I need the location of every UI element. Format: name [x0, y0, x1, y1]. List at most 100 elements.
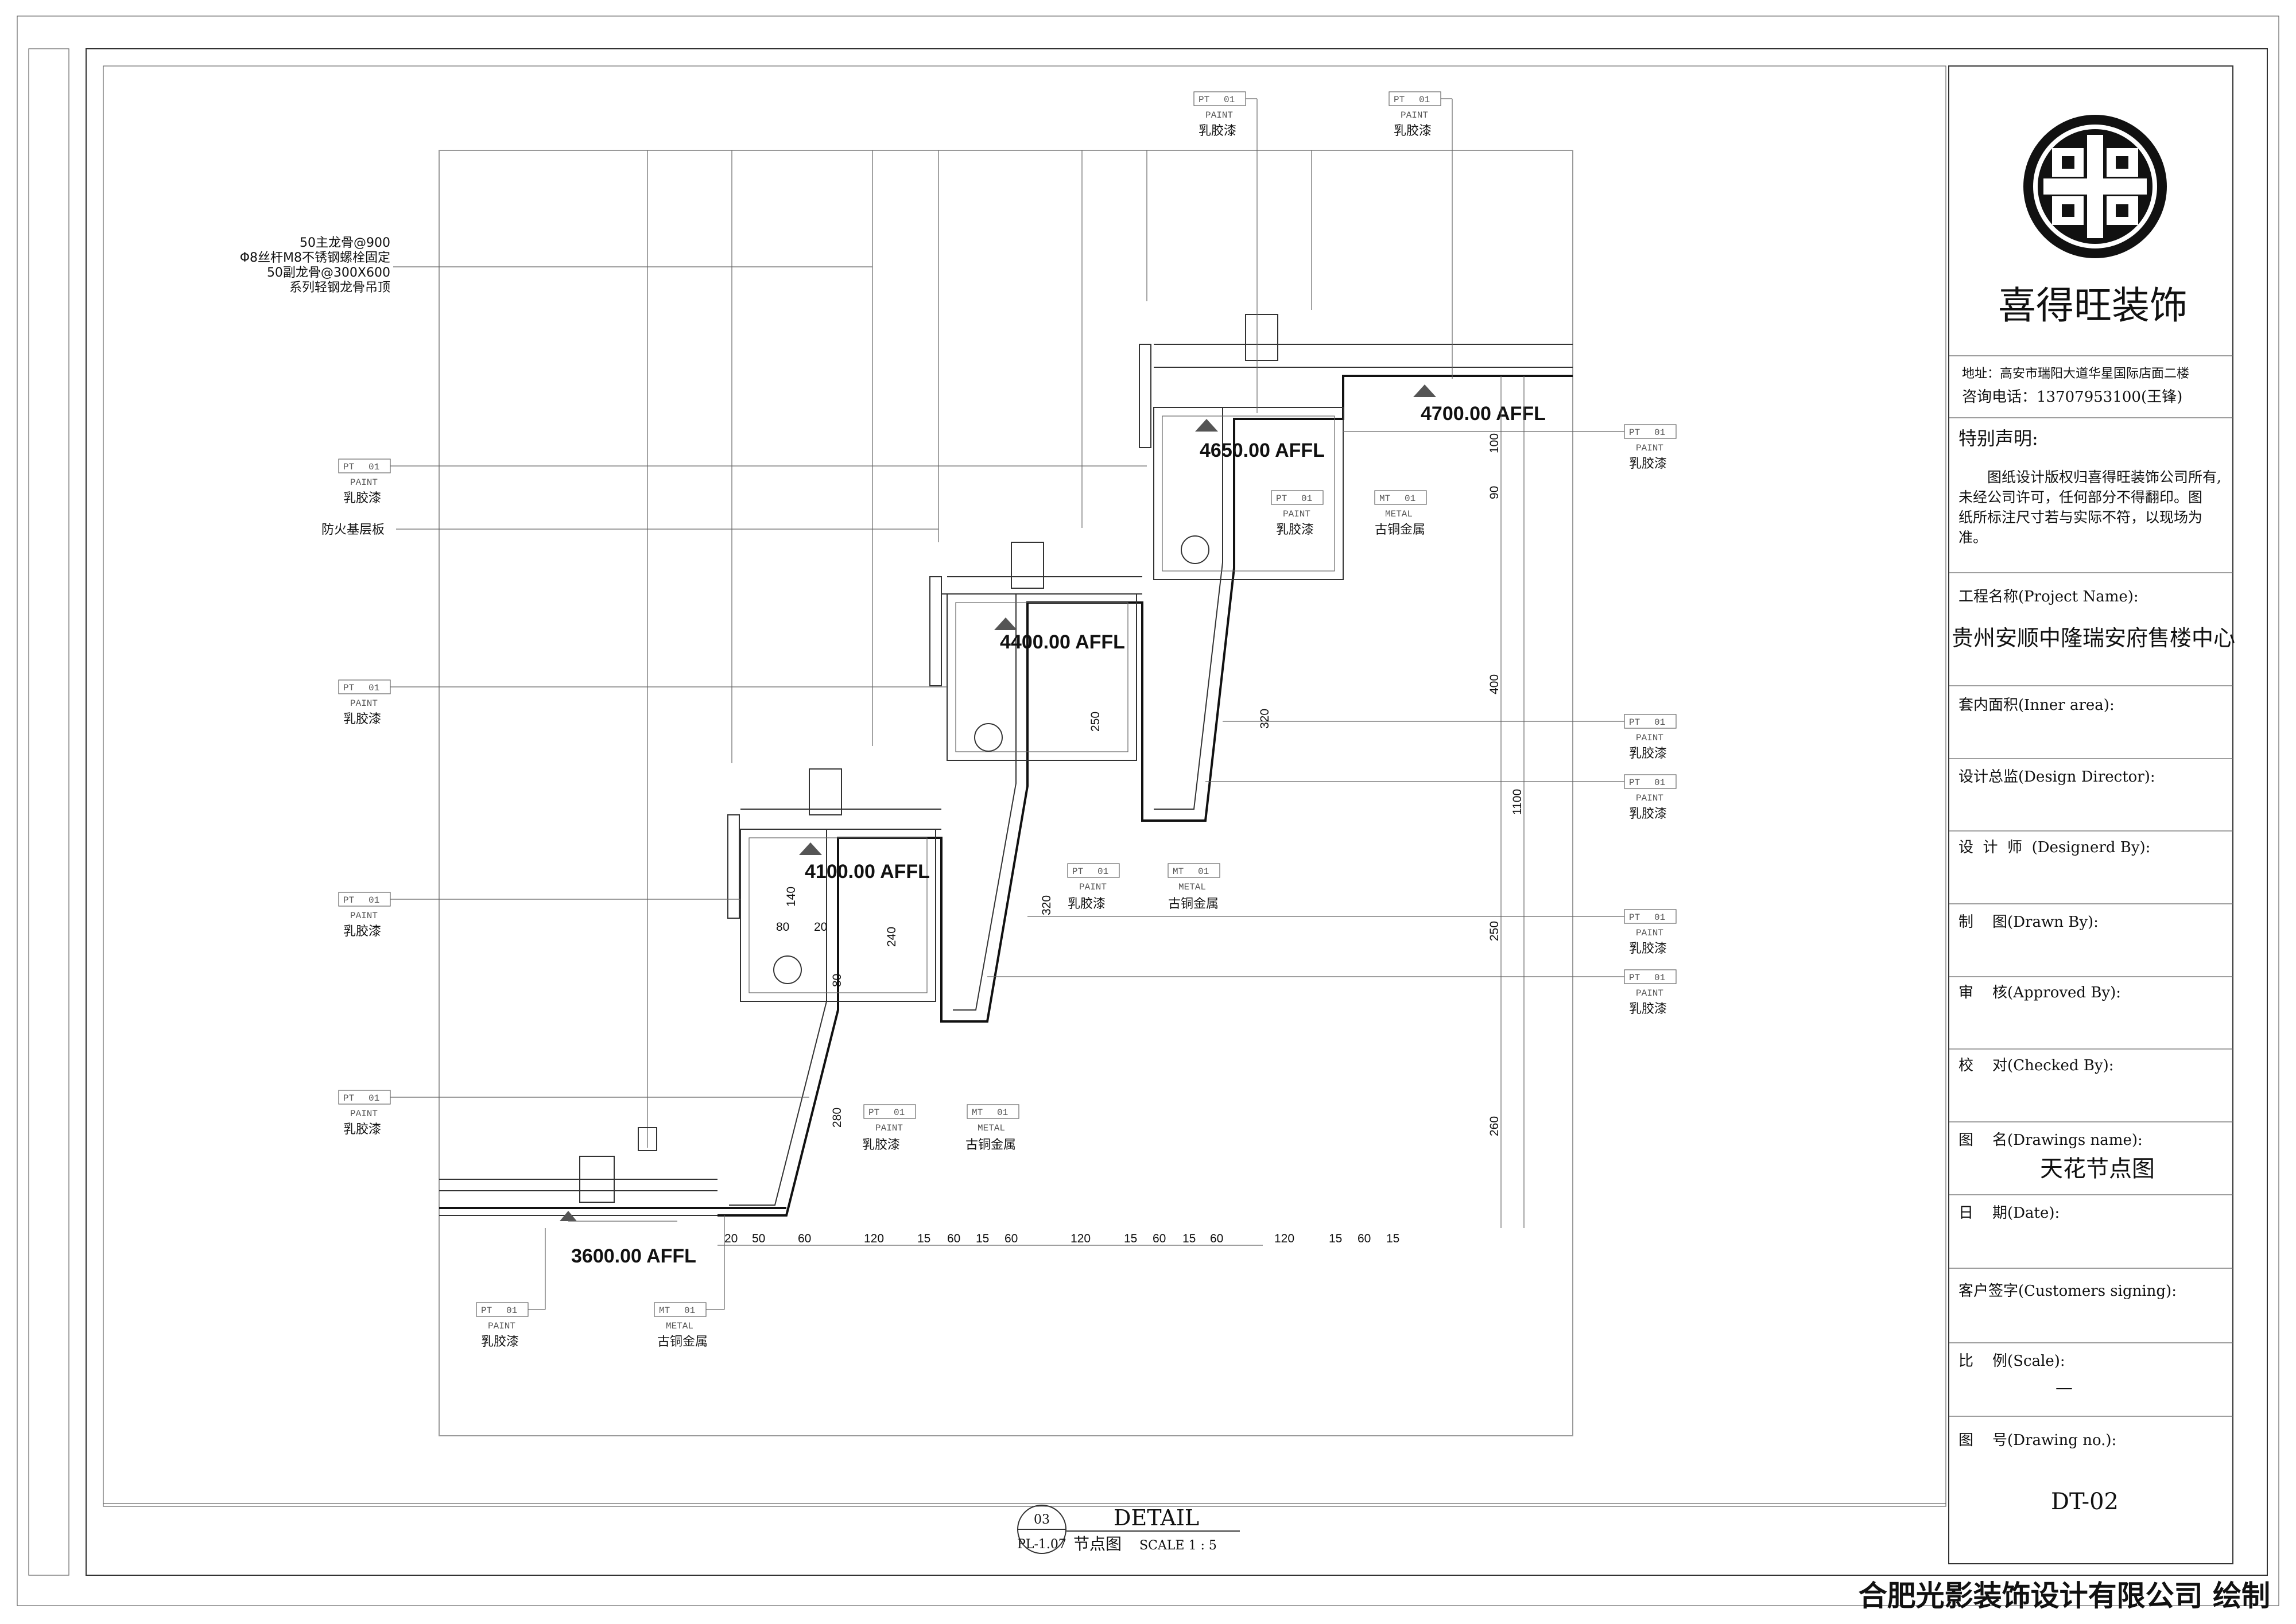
- tag-word: PAINT: [350, 1109, 378, 1119]
- dimension-text: 15: [1182, 1232, 1196, 1245]
- tag-label: 古铜金属: [1168, 897, 1219, 911]
- tag-code: PT: [343, 895, 354, 906]
- checked-by-label: 校 对(Checked By):: [1958, 1057, 2114, 1074]
- tag-word: METAL: [666, 1321, 693, 1331]
- notice-line-2: 未经公司许可，任何部分不得翻印。图: [1958, 489, 2202, 506]
- side-board: [1139, 344, 1151, 448]
- tag-word: PAINT: [1636, 733, 1663, 743]
- elevation-triangle-icon: [1195, 419, 1218, 432]
- spec-note: 50主龙骨@900 Φ8丝杆M8不锈钢螺栓固定 50副龙骨@300X600 系列…: [240, 236, 938, 537]
- tag-number: 01: [1097, 867, 1108, 877]
- tag-code: MT: [1173, 867, 1184, 877]
- tag-number: 01: [1654, 912, 1665, 923]
- tag-code: PT: [1629, 717, 1640, 728]
- customer-signing-label: 客户签字(Customers signing):: [1958, 1283, 2177, 1300]
- notice-line-3: 纸所标注尺寸若与实际不符，以现场为: [1958, 509, 2202, 526]
- tag-code: PT: [343, 462, 354, 472]
- tag-code: PT: [1629, 973, 1640, 983]
- notice-line-4: 准。: [1958, 529, 1987, 546]
- tag-code: PT: [1199, 95, 1209, 105]
- box-frame-4400: [947, 593, 1137, 761]
- tag-label: 乳胶漆: [1276, 523, 1314, 537]
- tag-code: PT: [481, 1306, 492, 1316]
- dimension-text: 60: [1358, 1232, 1371, 1245]
- dimension-text: 60: [798, 1232, 811, 1245]
- elevation-4100: 4100.00 AFFL: [805, 861, 930, 883]
- tag-label: 乳胶漆: [1394, 124, 1432, 138]
- tag-word: PAINT: [488, 1321, 515, 1331]
- tag-label: 乳胶漆: [862, 1138, 900, 1152]
- notice-title: 特别声明:: [1958, 428, 2038, 449]
- detail-name: 节点图: [1073, 1534, 1122, 1553]
- elevation-4400: 4400.00 AFFL: [1000, 631, 1125, 653]
- company-name: 喜得旺装饰: [1998, 283, 2188, 328]
- tag-word: METAL: [1178, 882, 1206, 892]
- inner-area-label: 套内面积(Inner area):: [1958, 697, 2115, 714]
- tag-label: 乳胶漆: [1199, 124, 1236, 138]
- metal-tag-inner-4400: MT 01 METAL 古铜金属: [1168, 863, 1220, 911]
- tag-code: MT: [1379, 494, 1390, 504]
- dimension-text: 60: [1210, 1232, 1223, 1245]
- footer-credit: 合肥光影装饰设计有限公司 绘制: [1859, 1579, 2270, 1613]
- detail-caption: 03 PL-1.07 DETAIL 节点图 SCALE 1 : 5: [1017, 1505, 1240, 1554]
- ceiling-step-profile: [718, 375, 1573, 1217]
- tag-number: 01: [506, 1306, 517, 1316]
- tag-label: 乳胶漆: [343, 1122, 381, 1137]
- tag-number: 01: [1198, 867, 1209, 877]
- tag-number: 01: [369, 683, 379, 693]
- detail-number: 03: [1034, 1513, 1050, 1527]
- paint-tag-bottom: PT 01 PAINT 乳胶漆: [476, 1228, 546, 1349]
- tag-word: PAINT: [1636, 793, 1663, 803]
- paint-tag-top-1: PT 01 PAINT 乳胶漆: [1193, 91, 1258, 413]
- tag-label: 乳胶漆: [1629, 1002, 1667, 1016]
- tag-code: PT: [1629, 428, 1640, 438]
- tag-word: PAINT: [350, 477, 378, 488]
- drawing-name: 天花节点图: [2040, 1156, 2155, 1182]
- paint-tag-right-4: PT 01 PAINT 乳胶漆: [1027, 909, 1677, 956]
- tag-box: [1271, 490, 1324, 505]
- metal-tag-bottom: MT 01 METAL 古铜金属: [654, 1215, 725, 1349]
- tag-word: PAINT: [1205, 110, 1233, 121]
- section-detail: 3600.00 AFFL 4100.00 AFFL 4400.00 AFFL 4…: [240, 91, 1677, 1436]
- paint-tag-right-5: PT 01 PAINT 乳胶漆: [987, 969, 1677, 1016]
- elevation-triangle-icon: [1413, 384, 1436, 397]
- dimension-text: 100: [1488, 433, 1501, 453]
- tag-box: [1374, 490, 1427, 505]
- side-board: [727, 814, 740, 919]
- tag-word: METAL: [978, 1123, 1005, 1133]
- elevation-3600: 3600.00 AFFL: [571, 1245, 696, 1267]
- detail-heading: DETAIL: [1114, 1505, 1199, 1530]
- keel-clip: [809, 768, 842, 815]
- metal-tag-inner-4100: MT 01 METAL 古铜金属: [965, 1104, 1019, 1152]
- dimension-text: 120: [1274, 1232, 1294, 1245]
- dimension-text: 320: [1258, 709, 1271, 729]
- tag-code: PT: [1276, 494, 1287, 504]
- paint-tag-left-3: PT 01 PAINT 乳胶漆: [338, 892, 740, 939]
- dimension-text: 120: [864, 1232, 884, 1245]
- dimension-text: 240: [885, 927, 898, 947]
- tag-word: PAINT: [1401, 110, 1428, 121]
- keel-clip: [1245, 314, 1278, 361]
- tag-number: 01: [894, 1108, 905, 1118]
- paint-tag-inner-4400: PT 01 PAINT 乳胶漆: [1067, 863, 1120, 911]
- paint-tag-left-2: PT 01 PAINT 乳胶漆: [338, 679, 947, 726]
- bottom-dimension-chain: 20 50 60 120 15 60 15 60 120 15 60 15 60…: [718, 1232, 1399, 1246]
- drawing-no-label: 图 号(Drawing no.):: [1958, 1432, 2116, 1449]
- tag-box: [1067, 863, 1120, 878]
- elevation-4650: 4650.00 AFFL: [1200, 440, 1325, 461]
- paint-tag-right-1: PT 01 PAINT 乳胶漆: [1343, 424, 1677, 471]
- dimension-text: 320: [1040, 895, 1053, 915]
- box-frame-4650-inner: [1162, 415, 1335, 572]
- dimension-text: 80: [831, 974, 844, 987]
- tag-number: 01: [684, 1306, 695, 1316]
- drawn-by-label: 制 图(Drawn By):: [1958, 914, 2099, 931]
- box-frame-4100-inner: [748, 837, 928, 993]
- tag-word: PAINT: [350, 911, 378, 921]
- tag-word: PAINT: [1283, 509, 1310, 519]
- paint-tag-right-2: PT 01 PAINT 乳胶漆: [1223, 714, 1677, 761]
- dimension-text: 15: [1329, 1232, 1342, 1245]
- tag-number: 01: [1654, 428, 1665, 438]
- fire-board-note: 防火基层板: [321, 523, 385, 537]
- tag-label: 古铜金属: [1375, 523, 1425, 537]
- elevation-triangle-icon: [994, 617, 1017, 630]
